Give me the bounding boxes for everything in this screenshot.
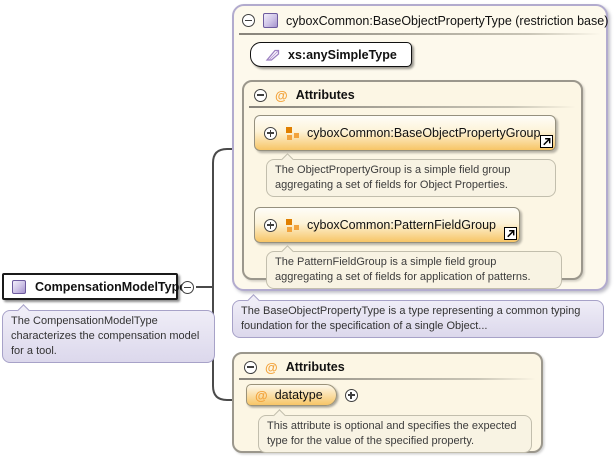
complex-type-icon	[263, 13, 278, 28]
collapse-toggle-icon[interactable]	[242, 14, 255, 27]
group-doc-text: The PatternFieldGroup is a simple field …	[275, 256, 531, 283]
attribute-group-icon	[285, 126, 299, 140]
expand-toggle-icon[interactable]	[264, 218, 277, 232]
type-doc-text: The CompensationModelType characterizes …	[11, 315, 200, 357]
attribute-at-icon: @	[255, 387, 268, 403]
attributes-header: @ Attributes	[234, 354, 541, 378]
attributes-title: Attributes	[295, 88, 355, 102]
open-reference-arrow-icon[interactable]	[540, 135, 553, 148]
expand-toggle-icon[interactable]	[344, 388, 358, 402]
attribute-doc-callout: This attribute is optional and specifies…	[258, 415, 532, 453]
attribute-row: @ datatype	[246, 384, 358, 406]
collapse-toggle-icon[interactable]	[181, 281, 194, 294]
complex-type-icon	[12, 279, 26, 294]
open-reference-arrow-icon[interactable]	[504, 227, 517, 240]
group-doc-callout: The ObjectPropertyGroup is a simple fiel…	[266, 159, 556, 197]
attribute-at-icon: @	[275, 87, 288, 103]
attribute-name: datatype	[274, 388, 323, 402]
pattern-field-group-box[interactable]: cyboxCommon:PatternFieldGroup	[254, 207, 520, 243]
collapse-toggle-icon[interactable]	[244, 360, 257, 374]
base-type-doc-text: The BaseObjectPropertyType is a type rep…	[241, 305, 581, 332]
base-type-panel: cyboxCommon:BaseObjectPropertyType (rest…	[232, 4, 608, 291]
attribute-group-icon	[285, 218, 299, 232]
group-doc-callout: The PatternFieldGroup is a simple field …	[266, 251, 562, 289]
local-attributes-section: @ Attributes @ datatype This attribute i…	[232, 352, 543, 453]
type-doc-callout: The CompensationModelType characterizes …	[2, 310, 215, 363]
attribute-doc-text: This attribute is optional and specifies…	[267, 420, 517, 447]
base-type-header: cyboxCommon:BaseObjectPropertyType (rest…	[234, 6, 609, 33]
divider	[239, 378, 536, 380]
simple-type-label: xs:anySimpleType	[288, 47, 397, 62]
expand-toggle-icon[interactable]	[264, 126, 277, 140]
type-label: CompensationModelType	[35, 279, 187, 294]
attributes-title: Attributes	[285, 360, 345, 374]
attribute-at-icon: @	[265, 359, 278, 375]
group-label: cyboxCommon:BaseObjectPropertyGroup	[307, 126, 541, 140]
group-doc-text: The ObjectPropertyGroup is a simple fiel…	[275, 164, 511, 191]
any-simple-type-box[interactable]: xs:anySimpleType	[250, 42, 412, 67]
collapse-toggle-icon[interactable]	[254, 88, 267, 102]
divider	[239, 33, 601, 35]
attributes-section: @ Attributes cyboxCommon:BaseObjectPrope…	[242, 80, 583, 289]
simple-type-icon	[265, 48, 280, 62]
base-type-title: cyboxCommon:BaseObjectPropertyType (rest…	[286, 13, 609, 28]
base-type-doc-callout: The BaseObjectPropertyType is a type rep…	[232, 300, 604, 338]
compensation-model-type-box[interactable]: CompensationModelType	[2, 273, 186, 300]
base-object-property-group-box[interactable]: cyboxCommon:BaseObjectPropertyGroup	[254, 115, 556, 151]
attributes-header: @ Attributes	[244, 82, 581, 106]
divider	[249, 106, 576, 108]
datatype-attribute-tag[interactable]: @ datatype	[246, 384, 337, 406]
group-label: cyboxCommon:PatternFieldGroup	[307, 218, 496, 232]
